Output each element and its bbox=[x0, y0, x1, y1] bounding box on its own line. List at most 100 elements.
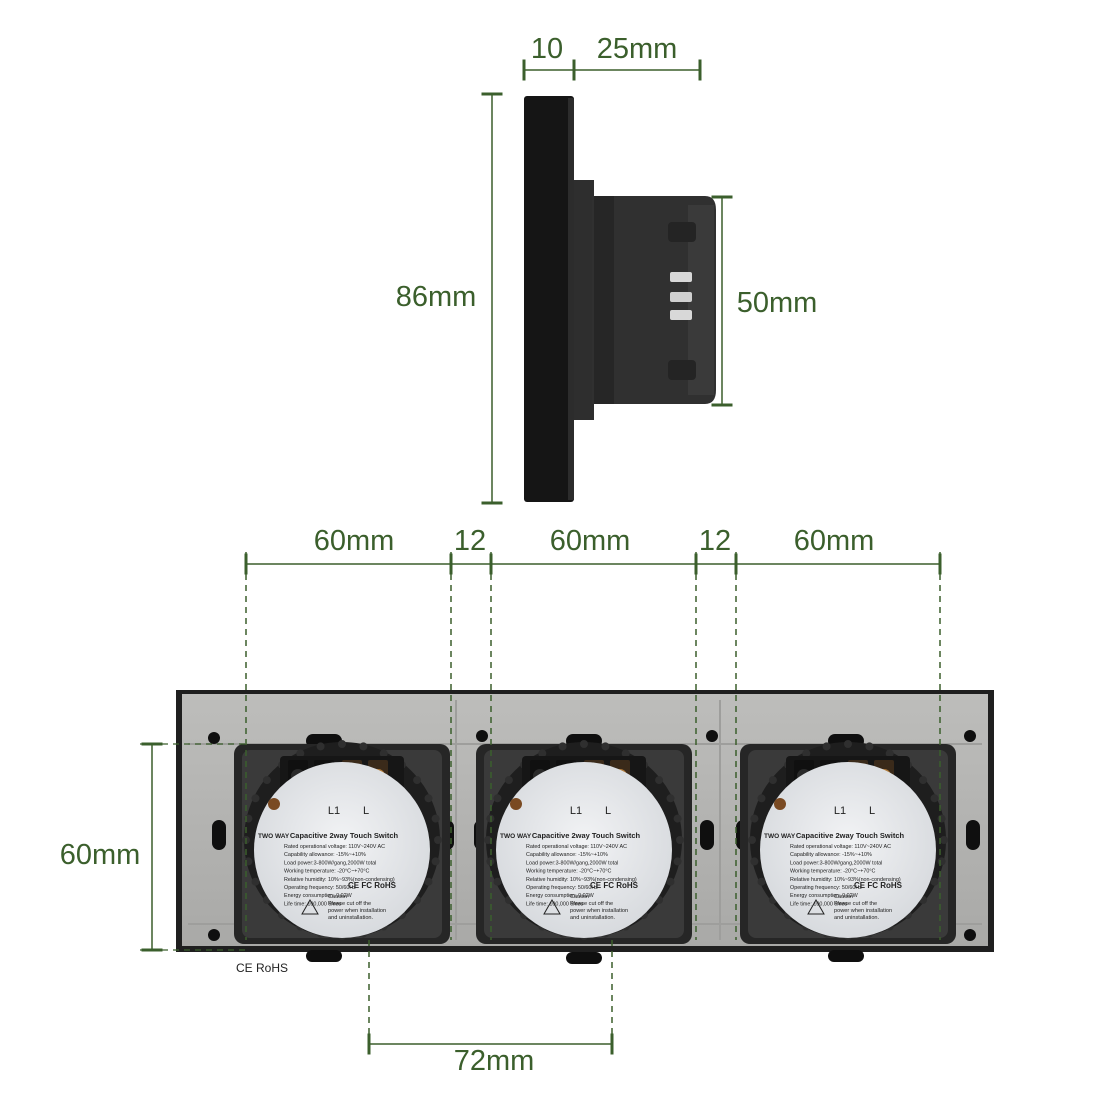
dim-plate-height: 86mm bbox=[396, 281, 477, 313]
module-tooth bbox=[757, 794, 766, 803]
label-spec-line: Capability allowance: -15%~+10% bbox=[526, 852, 608, 858]
label-spec-line: Energy consumption: 0.02W bbox=[526, 893, 595, 899]
module-tooth bbox=[379, 749, 388, 758]
label-caution-line: power when installation bbox=[328, 908, 386, 914]
terminal-label-l: L bbox=[869, 805, 875, 817]
module-tooth bbox=[666, 794, 675, 803]
label-caution-line: Please cut off the bbox=[570, 901, 613, 907]
label-tag: TWO WAY bbox=[764, 833, 796, 840]
label-title: Capacitive 2way Touch Switch bbox=[532, 831, 641, 840]
label-caution-line: and uninstallation. bbox=[834, 915, 880, 921]
caution-icon bbox=[543, 898, 561, 915]
label-title: Capacitive 2way Touch Switch bbox=[290, 831, 399, 840]
caution-icon bbox=[301, 898, 319, 915]
spec-label bbox=[496, 762, 672, 938]
label-spec-line: Capability allowance: -15%~+10% bbox=[284, 852, 366, 858]
label-tag: TWO WAY bbox=[258, 833, 290, 840]
module-tooth bbox=[251, 877, 260, 886]
dim-module-width-1: 60mm bbox=[314, 525, 395, 557]
module-tooth bbox=[757, 877, 766, 886]
label-spec-line: Capability allowance: -15%~+10% bbox=[790, 852, 872, 858]
module-tooth bbox=[865, 742, 874, 751]
label-caution-line: power when installation bbox=[570, 908, 628, 914]
spec-label bbox=[760, 762, 936, 938]
label-caution-line: Please cut off the bbox=[328, 901, 371, 907]
label-caution-line: Caution bbox=[834, 894, 853, 900]
label-rivet bbox=[510, 798, 522, 810]
label-certs: CE FC RoHS bbox=[854, 881, 903, 890]
module-tooth bbox=[296, 749, 305, 758]
module-tooth bbox=[431, 814, 440, 823]
module-tooth bbox=[940, 836, 948, 844]
module-tooth bbox=[413, 776, 422, 785]
module-tooth bbox=[504, 776, 513, 785]
label-spec-line: Energy consumption: 0.02W bbox=[790, 893, 859, 899]
module-tooth bbox=[822, 742, 831, 751]
module-tooth bbox=[768, 776, 777, 785]
side-view: 10 25mm 86mm 50mm bbox=[396, 33, 818, 505]
label-spec-line: Relative humidity: 10%~93%(non-condensin… bbox=[790, 877, 901, 883]
terminal-label-l: L bbox=[605, 805, 611, 817]
module-tooth bbox=[493, 877, 502, 886]
module-tooth bbox=[424, 794, 433, 803]
dim-gap-1: 12 bbox=[454, 525, 486, 557]
guide-lines bbox=[245, 552, 941, 1048]
label-caution-line: and uninstallation. bbox=[570, 915, 616, 921]
module-tooth bbox=[431, 857, 440, 866]
label-spec-line: Working temperature: -20°C~+70°C bbox=[284, 869, 370, 875]
side-plate-edge bbox=[568, 98, 574, 500]
side-plate bbox=[524, 96, 574, 502]
module-tooth bbox=[937, 857, 946, 866]
module-tooth bbox=[621, 749, 630, 758]
terminal-label-l1: L1 bbox=[328, 805, 340, 817]
module-tooth bbox=[748, 836, 756, 844]
terminal-label-l: L bbox=[363, 805, 369, 817]
dim-module-width-3: 60mm bbox=[794, 525, 875, 557]
label-certs: CE FC RoHS bbox=[590, 881, 639, 890]
label-spec-line: Relative humidity: 10%~93%(non-condensin… bbox=[284, 877, 395, 883]
label-spec-line: Operating frequency: 50/60Hz bbox=[284, 885, 356, 891]
label-caution-line: power when installation bbox=[834, 908, 892, 914]
label-rivet bbox=[774, 798, 786, 810]
module-tooth bbox=[316, 742, 325, 751]
label-rivet bbox=[268, 798, 280, 810]
module-tooth bbox=[359, 742, 368, 751]
label-spec-line: Working temperature: -20°C~+70°C bbox=[790, 869, 876, 875]
label-spec-line: Rated operational voltage: 110V~240V AC bbox=[790, 844, 891, 850]
label-caution-line: Please cut off the bbox=[834, 901, 877, 907]
label-caution-line: Caution bbox=[570, 894, 589, 900]
module-tooth bbox=[338, 740, 346, 748]
dim-body-height: 50mm bbox=[737, 287, 818, 319]
module-tooth bbox=[673, 814, 682, 823]
module-tooth bbox=[930, 794, 939, 803]
module-tooth bbox=[937, 814, 946, 823]
module-tooth bbox=[666, 877, 675, 886]
label-title: Capacitive 2way Touch Switch bbox=[796, 831, 905, 840]
module-tooth bbox=[673, 857, 682, 866]
module-tooth bbox=[538, 749, 547, 758]
label-spec-line: Relative humidity: 10%~93%(non-condensin… bbox=[526, 877, 637, 883]
module-tooth bbox=[493, 794, 502, 803]
dim-module-width-2: 60mm bbox=[550, 525, 631, 557]
label-spec-line: Load power:3-800W/gang,2000W total bbox=[526, 860, 618, 866]
module-tooth bbox=[655, 776, 664, 785]
label-caution-line: and uninstallation. bbox=[328, 915, 374, 921]
dim-gap-2: 12 bbox=[699, 525, 731, 557]
caution-icon bbox=[807, 898, 825, 915]
dim-module-height: 60mm bbox=[60, 839, 141, 871]
label-spec-line: Operating frequency: 50/60Hz bbox=[790, 885, 862, 891]
label-spec-line: Load power:3-800W/gang,2000W total bbox=[790, 860, 882, 866]
module-tooth bbox=[750, 814, 759, 823]
terminal-label-l1: L1 bbox=[570, 805, 582, 817]
label-spec-line: Rated operational voltage: 110V~240V AC bbox=[526, 844, 627, 850]
spec-label bbox=[254, 762, 430, 938]
module-tooth bbox=[844, 740, 852, 748]
side-switch-body bbox=[574, 180, 716, 420]
module-tooth bbox=[580, 740, 588, 748]
